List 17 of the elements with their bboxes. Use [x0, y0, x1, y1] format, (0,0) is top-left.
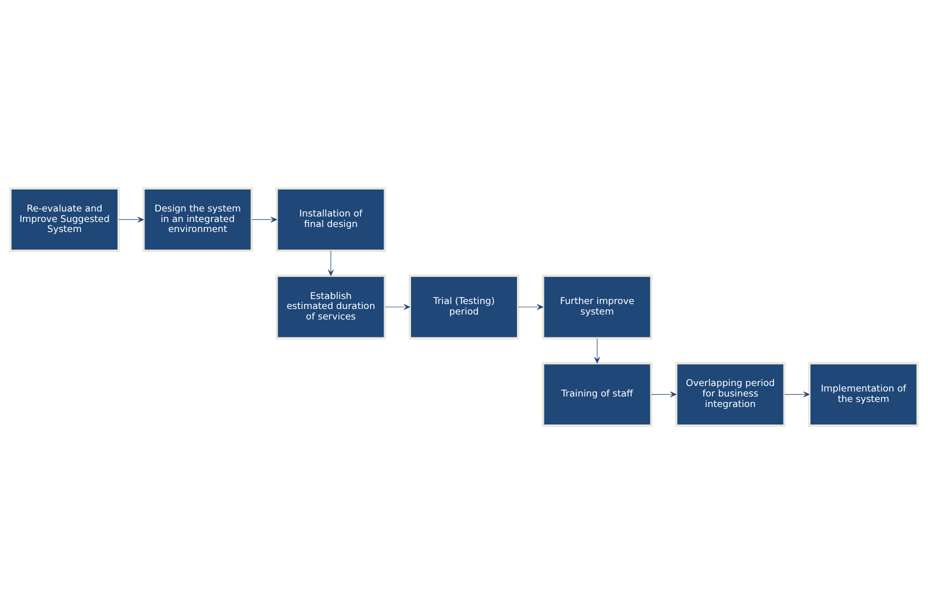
arrow — [594, 338, 600, 363]
node-box: Implementation of the system — [808, 362, 919, 426]
node-box: Design the system in an integrated environment — [142, 186, 253, 252]
arrow — [252, 216, 277, 222]
node-box: Training of staff — [542, 362, 652, 426]
arrow — [328, 250, 334, 276]
arrow — [518, 304, 544, 310]
node-box: Overlapping period for business integration — [675, 362, 786, 426]
node-box: Further improve system — [542, 274, 652, 339]
node-box: Trial (Testing) period — [408, 274, 520, 339]
arrow — [784, 391, 810, 397]
arrow — [384, 304, 410, 310]
node-box: Installation of final design — [276, 186, 386, 252]
arrow — [651, 391, 676, 397]
node-box: Re-evaluate and Improve Suggested System — [9, 186, 120, 252]
node-box: Establish estimated duration of services — [276, 274, 386, 339]
arrow — [118, 216, 144, 222]
